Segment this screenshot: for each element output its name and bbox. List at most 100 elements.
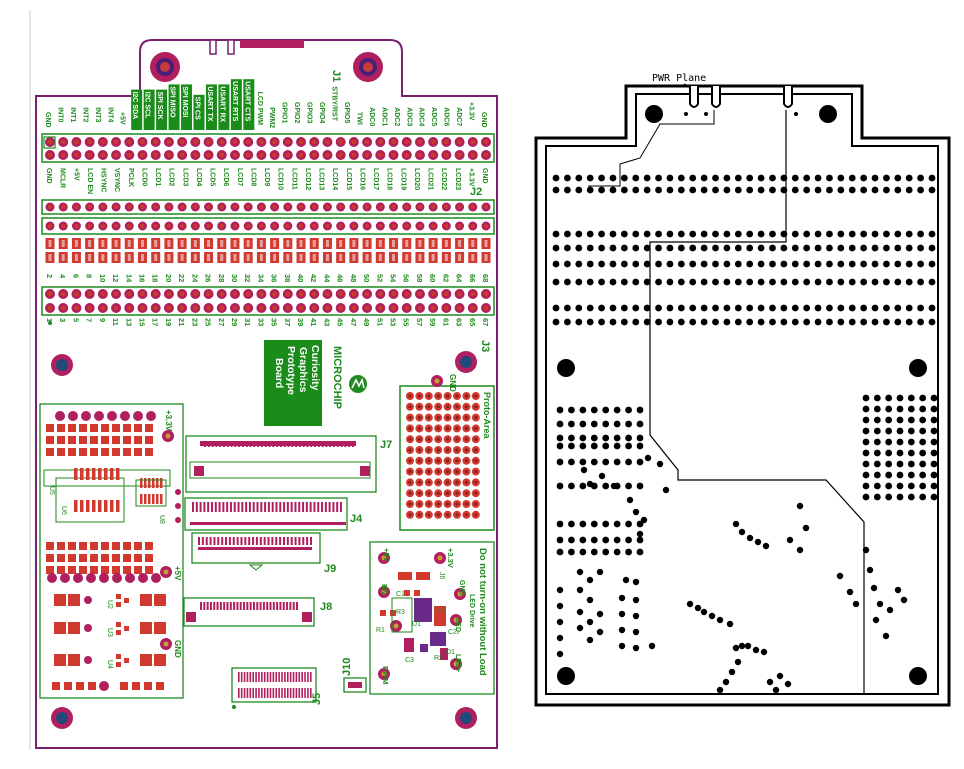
via	[814, 174, 822, 182]
via	[602, 548, 610, 556]
connector-pin	[252, 537, 255, 545]
via	[568, 482, 575, 490]
via	[776, 672, 784, 680]
connector-pin	[241, 441, 244, 447]
smd-pad	[110, 468, 114, 480]
smd-pad	[79, 436, 87, 444]
smd-pad	[46, 542, 54, 550]
j1-connector-strip	[240, 40, 304, 48]
top-pin-label: INT2	[81, 107, 88, 122]
top-pin-label: GPIO4	[318, 102, 325, 124]
smd-pad	[148, 494, 151, 504]
smd-pad	[145, 554, 153, 562]
connector-pin	[295, 688, 298, 698]
via	[917, 186, 925, 194]
via	[643, 230, 651, 238]
via	[579, 458, 587, 466]
via	[716, 616, 724, 624]
via	[575, 278, 583, 286]
via	[744, 642, 752, 650]
smd-pad	[79, 448, 87, 456]
even-pin-number: 14	[124, 274, 133, 283]
via	[655, 174, 662, 182]
c3-label: C3	[405, 657, 414, 664]
via	[896, 438, 904, 446]
connector-pin	[225, 537, 228, 545]
smd-pad	[134, 424, 142, 432]
top-pin-label: ADC3	[405, 107, 412, 126]
connector-pin	[252, 502, 255, 512]
connector-pin	[219, 602, 222, 610]
via	[636, 434, 644, 442]
smd-pad	[68, 424, 76, 432]
connector-pin	[237, 502, 240, 512]
connector-pin	[255, 672, 257, 682]
connector-pin	[240, 672, 243, 682]
connector-pin	[263, 688, 266, 698]
smd-pad	[156, 494, 159, 504]
via	[620, 260, 628, 268]
connector-pin	[296, 602, 298, 610]
smd-pad	[46, 424, 54, 432]
via	[700, 244, 708, 252]
header-row-3	[41, 217, 495, 235]
connector-pin	[289, 688, 292, 698]
connector-pin	[248, 502, 251, 512]
board-title-text: Curiosity Graphics Prototype Board	[273, 345, 321, 395]
via	[586, 244, 594, 252]
via	[757, 278, 765, 286]
smd-pad	[46, 436, 54, 444]
via	[723, 278, 731, 286]
via	[848, 244, 856, 252]
j6-label: J6	[438, 572, 445, 580]
via	[791, 278, 799, 286]
via	[860, 230, 868, 238]
via	[712, 278, 719, 286]
via	[655, 186, 662, 194]
via	[643, 186, 651, 194]
via	[862, 427, 870, 435]
via	[734, 174, 742, 182]
connector-pin	[257, 441, 260, 447]
via	[656, 460, 664, 468]
via	[689, 174, 697, 182]
smd-pad	[116, 500, 120, 512]
via	[883, 230, 890, 238]
smd-pad	[68, 448, 76, 456]
via	[618, 594, 626, 602]
via	[769, 260, 776, 268]
smd-pad	[101, 448, 109, 456]
even-pin-number: 10	[98, 274, 107, 282]
via	[666, 230, 674, 238]
odd-pin-number: 39	[296, 318, 305, 326]
via	[632, 174, 640, 182]
smd-pad	[52, 682, 60, 690]
even-pin-number: 40	[296, 274, 305, 282]
connector-pin	[314, 441, 317, 447]
connector-pin	[298, 672, 301, 682]
connector-pin	[228, 537, 231, 545]
via	[575, 304, 583, 312]
smd-pad	[54, 594, 66, 606]
connector-pin	[301, 672, 303, 682]
via	[837, 186, 845, 194]
connector-pin	[294, 502, 297, 512]
via	[905, 278, 913, 286]
connector-pin	[222, 441, 225, 447]
via	[769, 186, 776, 194]
odd-pin-number: 19	[164, 318, 173, 326]
connector-pin	[282, 537, 285, 545]
smd-pad	[414, 590, 420, 596]
via	[625, 482, 632, 490]
connector-pin	[252, 602, 255, 610]
connector-pin	[302, 537, 305, 545]
smd-pad	[112, 554, 120, 562]
smd-pad	[152, 494, 155, 504]
j10-label: J10	[341, 658, 353, 676]
j3-label: J3	[479, 340, 491, 352]
via	[900, 596, 908, 604]
connector-pin	[238, 688, 240, 698]
via	[873, 482, 881, 490]
via	[870, 584, 878, 592]
